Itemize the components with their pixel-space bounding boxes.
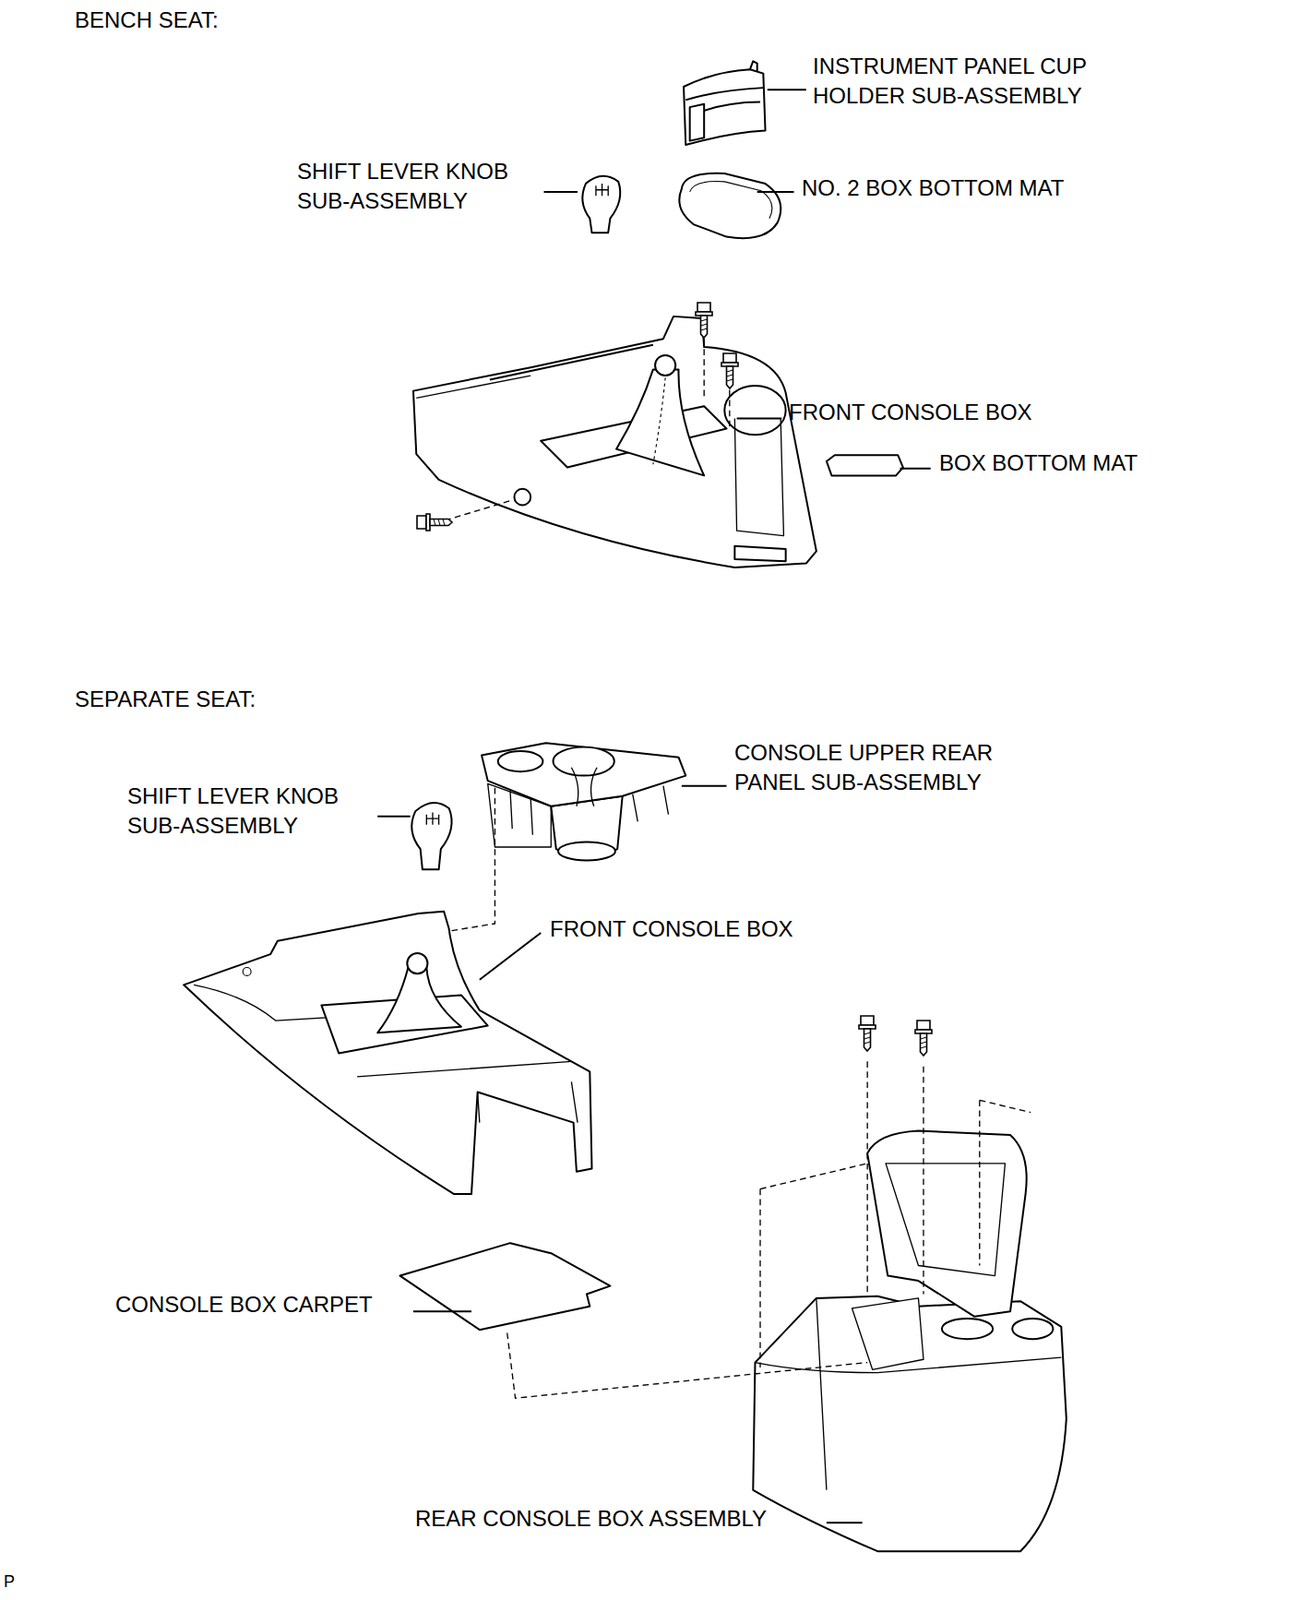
part-name: FRONT CONSOLE BOX: [788, 397, 1033, 428]
front-console-part: [183, 911, 592, 1194]
shift-knob-part: [411, 802, 452, 870]
section-heading: BENCH SEAT:: [74, 5, 219, 36]
part-name: BOX BOTTOM MAT: [939, 448, 1138, 478]
mat-part: [826, 454, 904, 476]
part-name: P: [3, 1566, 15, 1597]
rear-console-part: [752, 1131, 1067, 1552]
section-heading: SEPARATE SEAT:: [74, 684, 256, 715]
part-name: INSTRUMENT PANEL CUP HOLDER SUB-ASSEMBLY: [812, 51, 1145, 111]
mat-part: [679, 173, 781, 239]
part-name: FRONT CONSOLE BOX: [549, 914, 794, 944]
cup-holder-part: [683, 60, 765, 145]
rear-panel-part: [481, 742, 686, 860]
front-console-part: [413, 316, 817, 568]
part-name: SHIFT LEVER KNOB SUB-ASSEMBLY: [127, 781, 386, 841]
part-name: REAR CONSOLE BOX ASSEMBLY: [415, 1503, 767, 1534]
part-name: CONSOLE UPPER REAR PANEL SUB-ASSEMBLY: [734, 738, 1058, 798]
shift-knob-part: [582, 176, 620, 233]
part-name: SHIFT LEVER KNOB SUB-ASSEMBLY: [297, 156, 556, 216]
part-name: NO. 2 BOX BOTTOM MAT: [801, 173, 1064, 203]
part-name: CONSOLE BOX CARPET: [115, 1289, 373, 1320]
carpet-part: [400, 1242, 611, 1330]
